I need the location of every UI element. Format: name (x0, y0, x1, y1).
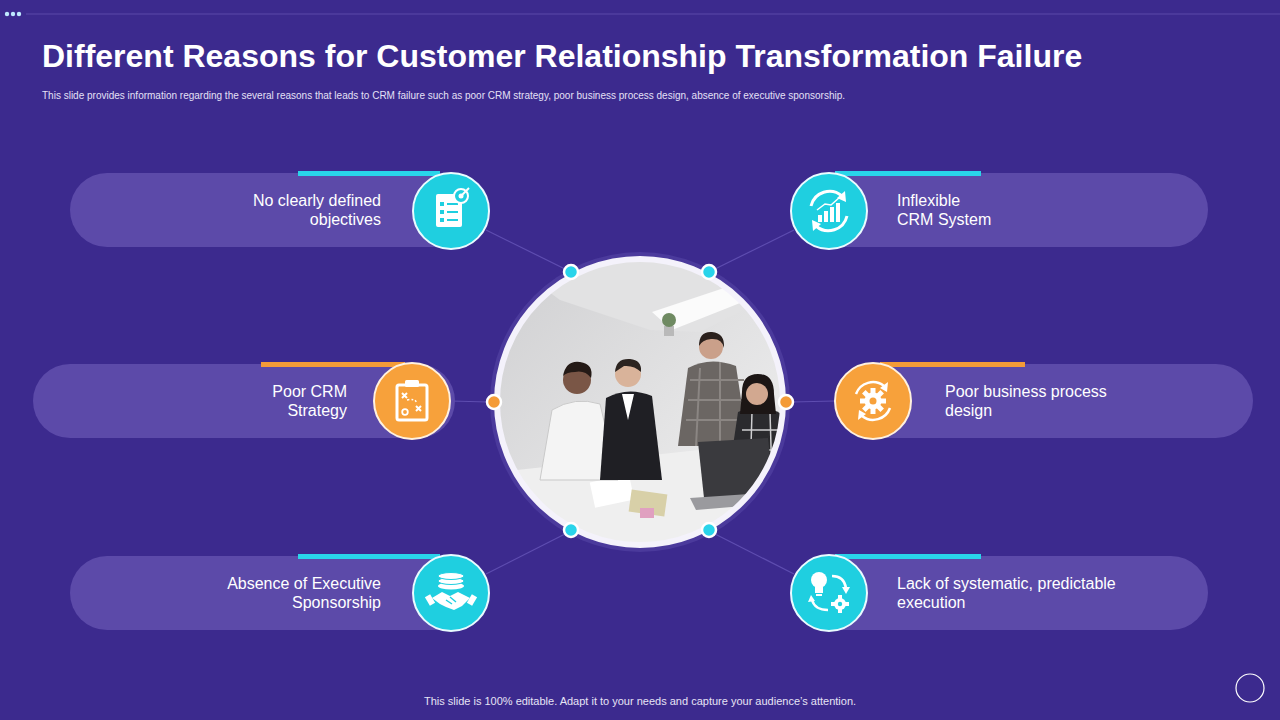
photo-note (640, 508, 654, 518)
hub-dot (487, 395, 501, 409)
hub-dot (702, 265, 716, 279)
hub-dot (564, 265, 578, 279)
leader-line (715, 534, 794, 574)
leader-line (451, 401, 488, 402)
reason-band: Poor CRM Strategy (33, 364, 455, 438)
menu-dot (5, 12, 9, 16)
photo-person (728, 374, 792, 480)
leader-line (715, 230, 794, 269)
hub-dot (702, 523, 716, 537)
reason-text: Inflexible CRM System (897, 191, 999, 229)
photo-paper (629, 490, 668, 517)
reason-band: No clearly defined objectives (70, 173, 490, 247)
photo-ring (497, 259, 783, 545)
photo-laptop (690, 438, 790, 510)
photo-person (540, 362, 618, 480)
text-group: Poor CRM Strategy (227, 382, 347, 420)
reason-text: Lack of systematic, predictable executio… (897, 574, 1137, 612)
reason-text: Absence of Executive Sponsorship (211, 574, 381, 612)
photo-paper (590, 474, 635, 508)
slide-title: Different Reasons for Customer Relations… (42, 37, 1082, 75)
text-group: Absence of Executive Sponsorship (211, 574, 381, 612)
text-group: Lack of systematic, predictable executio… (897, 574, 1137, 612)
text-group: Inflexible CRM System (897, 191, 999, 229)
leader-line (792, 401, 835, 402)
photo-plant (662, 313, 676, 336)
hub-dot (779, 395, 793, 409)
corner-circle (1236, 674, 1264, 702)
leader-line (486, 230, 565, 269)
top-rule (26, 14, 1280, 15)
reason-band: Poor business process design (835, 364, 1253, 438)
photo-ceiling (500, 256, 790, 332)
leader-line (486, 534, 565, 574)
text-group: No clearly defined objectives (241, 191, 381, 229)
hub-dot (564, 523, 578, 537)
reason-text: Poor business process design (945, 382, 1145, 420)
footer-note: This slide is 100% editable. Adapt it to… (0, 695, 1280, 708)
photo-table (500, 440, 790, 560)
reason-text: Poor CRM Strategy (227, 382, 347, 420)
leader-lines (451, 230, 835, 574)
photo-window (652, 276, 768, 330)
reason-band: Lack of systematic, predictable executio… (790, 556, 1208, 630)
reason-text: No clearly defined objectives (241, 191, 381, 229)
team-photo (494, 256, 792, 560)
text-group: Poor business process design (945, 382, 1145, 420)
menu-dot (11, 12, 15, 16)
reason-band: Absence of Executive Sponsorship (70, 556, 490, 630)
slide-caption: This slide provides information regardin… (42, 90, 845, 102)
photo-person (600, 359, 662, 480)
hub-dots (487, 265, 793, 537)
top-decoration (5, 12, 1280, 16)
reason-band: Inflexible CRM System (790, 173, 1208, 247)
photo-person (678, 332, 748, 446)
menu-dot (17, 12, 21, 16)
photo-wall (494, 256, 790, 556)
photo-halo (490, 252, 790, 552)
